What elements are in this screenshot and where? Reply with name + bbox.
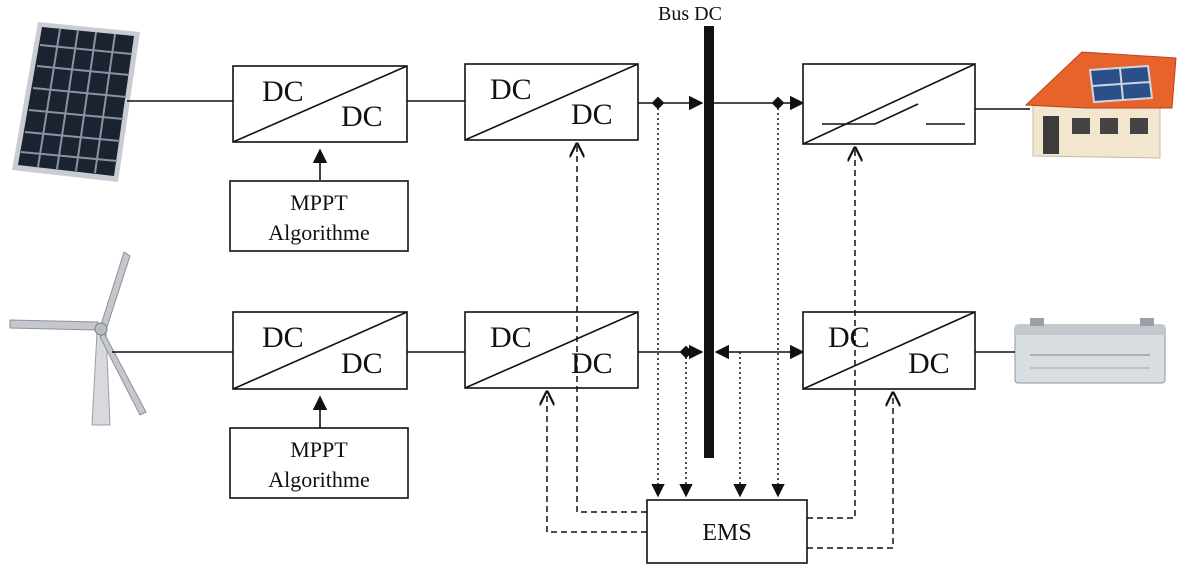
svg-text:DC: DC <box>341 347 383 380</box>
house-icon <box>1024 51 1177 159</box>
converter-pv-output: DC DC <box>464 63 639 141</box>
converter-battery: DC DC <box>802 311 976 390</box>
converter-wind-output: DC DC <box>464 311 639 389</box>
svg-text:DC: DC <box>490 321 532 354</box>
control-signals <box>547 144 893 549</box>
measurement-signals <box>651 103 785 498</box>
svg-text:DC: DC <box>828 321 870 354</box>
svg-text:DC: DC <box>262 75 304 108</box>
svg-text:MPPT: MPPT <box>290 437 348 462</box>
svg-text:MPPT: MPPT <box>290 190 348 215</box>
svg-text:DC: DC <box>908 347 950 380</box>
battery-icon <box>1014 318 1166 384</box>
bus-dc-label: Bus DC <box>658 3 722 25</box>
power-lines <box>112 95 1030 428</box>
ems-box: EMS <box>646 499 808 564</box>
svg-text:EMS: EMS <box>702 520 751 546</box>
svg-text:DC: DC <box>490 73 532 106</box>
svg-text:DC: DC <box>262 321 304 354</box>
converter-wind-boost: DC DC <box>232 311 408 390</box>
converter-pv-boost: DC DC <box>232 65 408 143</box>
svg-text:DC: DC <box>571 98 613 131</box>
svg-text:DC: DC <box>571 347 613 380</box>
mppt-pv-box: MPPT Algorithme <box>229 180 409 252</box>
mppt-wind-box: MPPT Algorithme <box>229 427 409 499</box>
svg-text:Algorithme: Algorithme <box>268 467 369 492</box>
switch-icon <box>802 63 976 145</box>
wind-turbine-icon <box>9 251 147 426</box>
svg-text:DC: DC <box>341 100 383 133</box>
svg-text:Algorithme: Algorithme <box>268 220 369 245</box>
solar-panel-icon <box>12 22 140 182</box>
